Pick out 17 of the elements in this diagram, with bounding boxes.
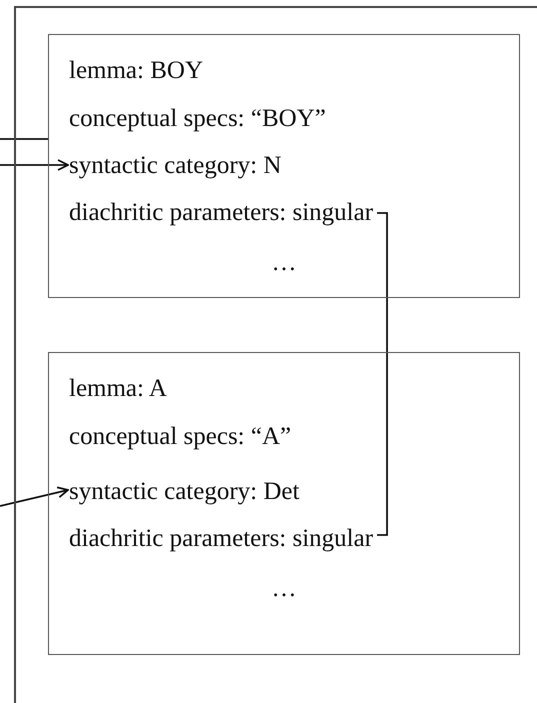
- lexical-entry-box: [48, 34, 520, 298]
- arrow: [0, 159, 69, 171]
- entry-text: …: [272, 574, 296, 604]
- connector-line: [377, 212, 388, 536]
- entry-text: lemma: A: [69, 374, 167, 404]
- outer-frame: [14, 6, 537, 703]
- arrow: [0, 486, 69, 507]
- entry-text: conceptual specs: “BOY”: [69, 104, 326, 134]
- connector-line: [0, 138, 48, 140]
- entry-text: syntactic category: Det: [69, 477, 300, 507]
- entry-text: syntactic category: N: [69, 151, 282, 181]
- entry-text: …: [272, 248, 296, 278]
- entry-text: conceptual specs: “A”: [69, 422, 292, 452]
- entry-text: lemma: BOY: [69, 56, 204, 86]
- lexical-entry-box: [48, 352, 520, 655]
- entry-text: diachritic parameters: singular: [69, 198, 374, 228]
- entry-text: diachritic parameters: singular: [69, 524, 374, 554]
